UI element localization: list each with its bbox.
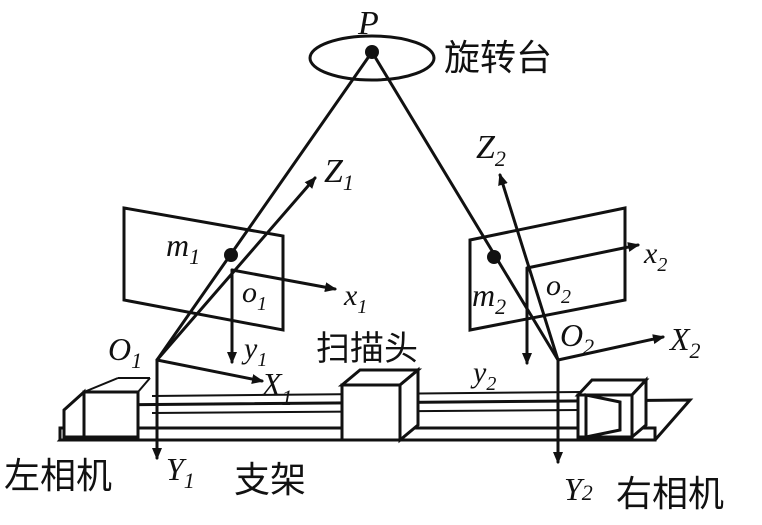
right-camera-body	[574, 376, 650, 441]
left-camera-body	[62, 377, 151, 439]
label-x2-big: X2	[668, 321, 701, 363]
point-m1-dot	[224, 248, 238, 262]
label-x2-small: x2	[643, 237, 667, 276]
label-turntable: 旋转台	[444, 38, 552, 79]
axis-X2	[556, 334, 665, 362]
label-x1-small: x1	[343, 279, 367, 318]
scan-head-box	[337, 366, 423, 444]
right-image-plane	[468, 206, 627, 332]
label-m2: m2	[472, 277, 506, 319]
label-right-camera: 右相机	[616, 474, 724, 515]
ray-p-to-o2	[370, 50, 560, 362]
label-m1: m1	[166, 227, 200, 269]
label-o2-small: o2	[546, 269, 571, 308]
label-y2-big: Y2	[564, 471, 593, 507]
label-o1-small: o1	[242, 276, 267, 315]
label-x1-big: X1	[260, 366, 293, 410]
label-p: P	[357, 5, 379, 42]
label-z2: Z2	[476, 129, 506, 171]
turntable-ellipse	[308, 34, 436, 82]
label-o2-big: O2	[560, 317, 594, 359]
label-scan-head: 扫描头	[316, 329, 418, 369]
label-bracket: 支架	[234, 460, 306, 501]
axis-x1-small	[230, 268, 337, 293]
point-m2-dot	[487, 250, 501, 264]
label-y1-big: Y1	[166, 451, 195, 493]
axis-Z1	[155, 176, 317, 362]
label-y2-small: y2	[470, 356, 496, 395]
label-left-camera: 左相机	[4, 456, 112, 497]
label-y1-small: y1	[241, 332, 267, 371]
axis-X1	[155, 358, 264, 384]
label-o1-big: O1	[108, 331, 142, 373]
axis-x2-small	[525, 242, 640, 270]
label-z1: Z1	[324, 153, 354, 195]
ray-p-to-o1	[155, 50, 374, 362]
